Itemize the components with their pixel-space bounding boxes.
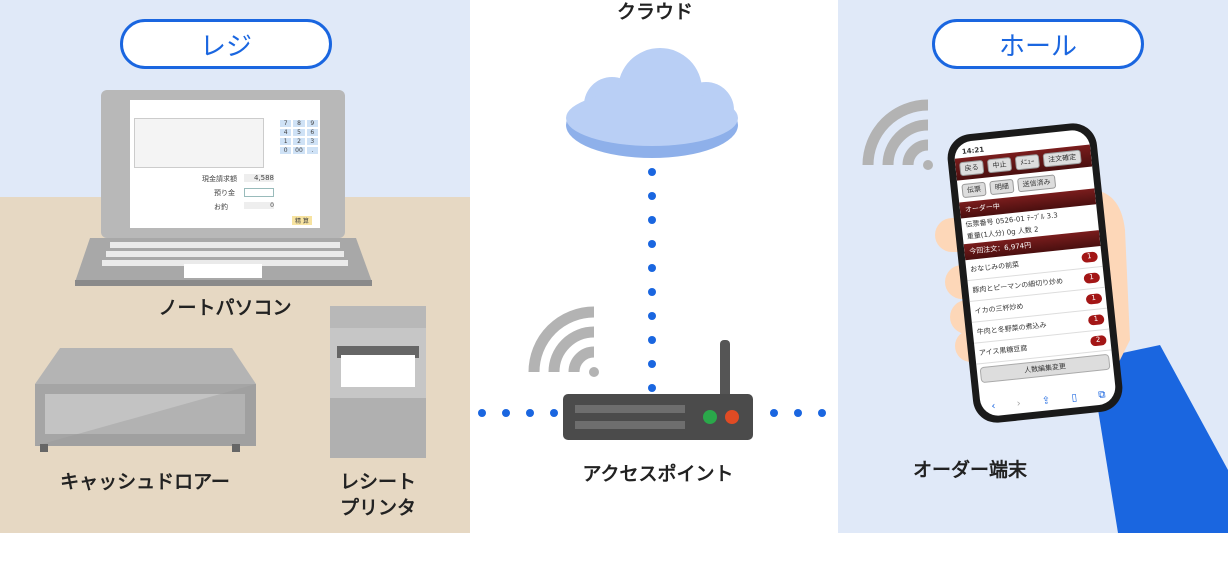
- slip-number: 0526-01: [995, 214, 1026, 226]
- menu-button[interactable]: ﾒﾆｭｰ: [1014, 153, 1041, 171]
- bookmarks-icon[interactable]: ▯: [1070, 392, 1078, 404]
- item-name: アイス黒糖豆腐: [978, 344, 1028, 358]
- key[interactable]: 3: [306, 138, 318, 145]
- qty-badge: 1: [1085, 293, 1103, 305]
- back-icon[interactable]: ‹: [990, 400, 996, 413]
- printer-label-line2: プリンタ: [339, 496, 416, 519]
- amount: 0g: [1006, 227, 1017, 237]
- printer-label-line1: レシート: [339, 471, 416, 493]
- key[interactable]: 0: [280, 147, 292, 154]
- wifi-icon-hall: [862, 99, 933, 170]
- deposit-label: 預り金: [214, 189, 235, 197]
- item-name: 牛肉と冬野菜の煮込み: [976, 321, 1047, 337]
- connection-dots: [478, 168, 826, 417]
- billing-value: 4,588: [244, 174, 274, 182]
- change-label: お釣: [214, 203, 228, 211]
- confirm-order-button[interactable]: 注文確定: [1042, 149, 1082, 168]
- key[interactable]: .: [306, 147, 318, 154]
- key[interactable]: 9: [306, 120, 318, 127]
- cloud-icon: [566, 48, 738, 158]
- access-point-label: アクセスポイント: [582, 463, 734, 485]
- order-list-area: [134, 118, 264, 168]
- key[interactable]: 8: [293, 120, 305, 127]
- key[interactable]: 2: [293, 138, 305, 145]
- cloud-label: クラウド: [616, 1, 693, 23]
- slip-label: 伝票番号: [965, 218, 994, 229]
- cash-drawer-icon: [35, 348, 256, 452]
- amount-label: 重量(1人分): [966, 228, 1005, 241]
- item-name: おなじみの前菜: [969, 260, 1020, 274]
- qty-badge: 1: [1080, 251, 1099, 264]
- hall-section-label: ホール: [932, 19, 1144, 69]
- key[interactable]: 6: [306, 129, 318, 136]
- forward-icon[interactable]: ›: [1016, 398, 1022, 410]
- key[interactable]: 1: [280, 138, 292, 145]
- tabs-icon[interactable]: ⧉: [1097, 389, 1106, 402]
- arm-sleeve: [1090, 345, 1228, 533]
- billing-label: 現金請求額: [202, 175, 237, 183]
- table-number: 3.3: [1046, 211, 1059, 221]
- key[interactable]: 7: [280, 120, 292, 127]
- printer-label: レシートプリンタ: [320, 470, 436, 521]
- qty-badge: 1: [1087, 314, 1105, 326]
- table-label: ﾃｰﾌﾞﾙ: [1026, 212, 1045, 223]
- laptop-label: ノートパソコン: [158, 297, 292, 319]
- people-label: 人数: [1017, 226, 1033, 236]
- drawer-label: キャッシュドロアー: [60, 471, 230, 493]
- back-button[interactable]: 戻る: [959, 159, 985, 177]
- smartphone: 14:21 戻る中止ﾒﾆｭｰ注文確定 伝票明細送信済み オーダー中 伝票番号 0…: [945, 120, 1125, 426]
- item-name: イカの三杯炒め: [974, 302, 1024, 316]
- register-section-label: レジ: [120, 19, 332, 69]
- tab-slip[interactable]: 伝票: [961, 181, 987, 199]
- cancel-button[interactable]: 中止: [986, 156, 1013, 174]
- share-icon[interactable]: ⇪: [1041, 395, 1051, 407]
- wifi-icon: [528, 306, 599, 377]
- deposit-input[interactable]: [244, 188, 274, 197]
- people: 2: [1033, 225, 1039, 234]
- receipt-printer-icon: [330, 306, 426, 458]
- tab-sent[interactable]: 送信済み: [1017, 174, 1057, 193]
- order-terminal-label: オーダー端末: [912, 459, 1027, 481]
- key[interactable]: 00: [293, 147, 305, 154]
- access-point-icon: [563, 340, 753, 440]
- qty-badge: 2: [1089, 334, 1107, 347]
- change-value: 0: [244, 202, 274, 209]
- key[interactable]: 5: [293, 129, 305, 136]
- tab-details[interactable]: 明細: [989, 178, 1015, 196]
- settle-button[interactable]: 精 算: [292, 216, 312, 225]
- key[interactable]: 4: [280, 129, 292, 136]
- qty-badge: 1: [1082, 272, 1101, 284]
